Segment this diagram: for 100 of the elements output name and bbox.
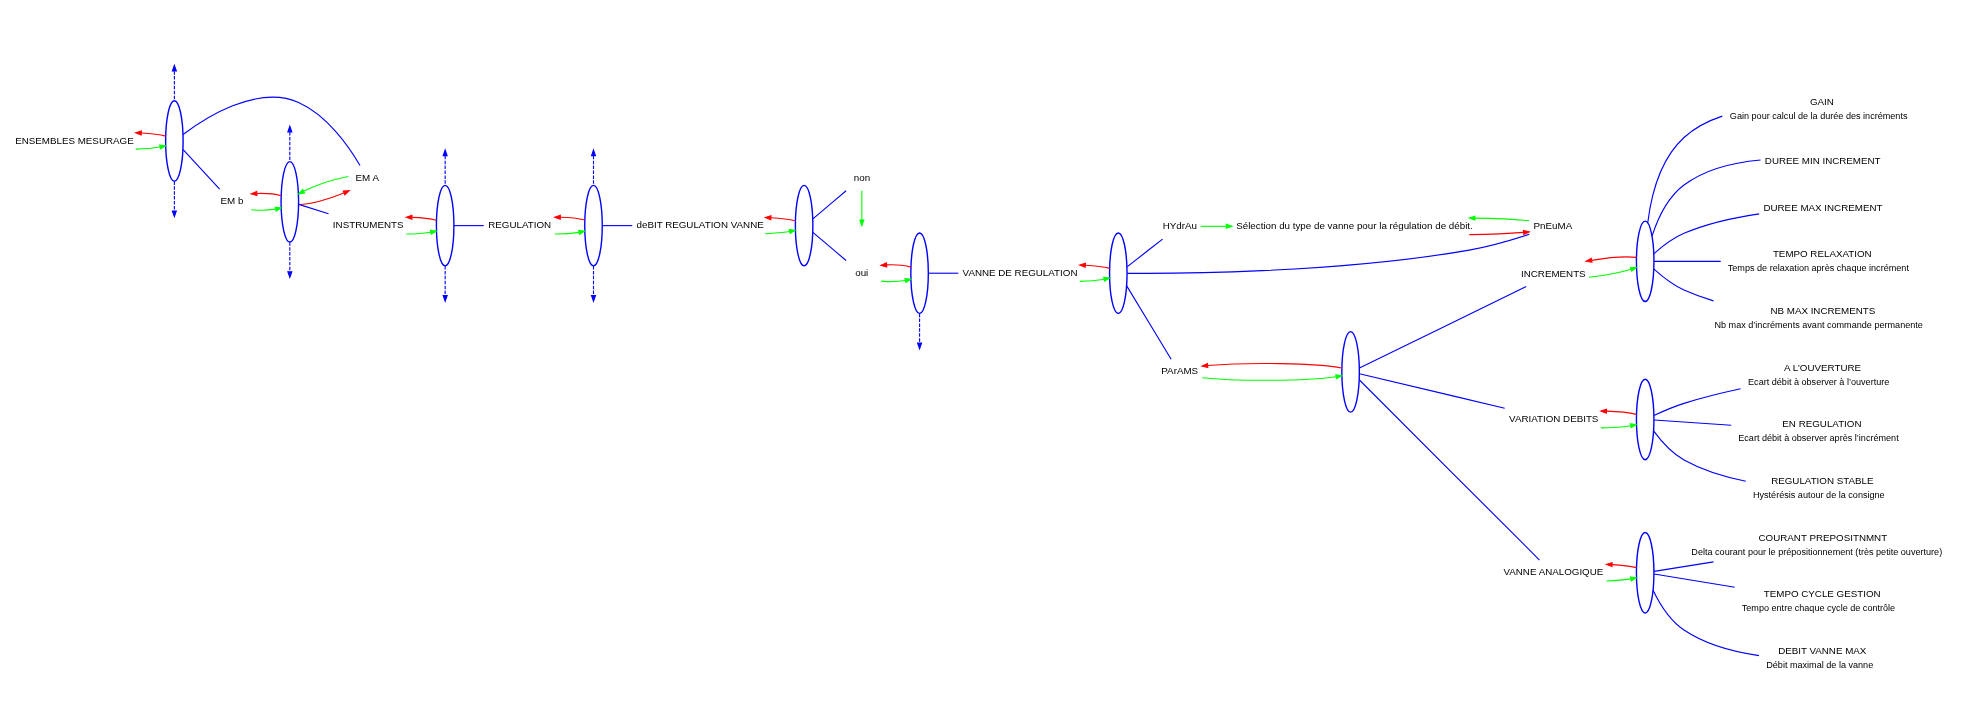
arrow [879, 262, 912, 268]
node-text: DUREE MIN INCREMENT [1764, 154, 1881, 166]
node-text: DUREE MAX INCREMENT [1763, 202, 1883, 214]
arrow [442, 265, 448, 303]
connector [601, 225, 633, 227]
node-ellipse [280, 160, 300, 243]
connector [182, 149, 221, 190]
node-label: Gain pour calcul de la durée des incréments [1729, 110, 1908, 121]
connector [1653, 419, 1732, 426]
node-label: Hystérésis autour de la consigne [1752, 490, 1885, 501]
connector [1126, 285, 1172, 360]
node-label: Nb max d’incréments avant commande permanente [1714, 320, 1923, 331]
node-text: TEMPO RELAXATION [1772, 248, 1872, 260]
node-text: oui [855, 266, 869, 278]
node-text: ENSEMBLES MESURAGE [15, 134, 134, 146]
arrow [297, 175, 349, 195]
connector [1653, 430, 1747, 482]
node-text: TEMPO CYCLE GESTION [1763, 588, 1881, 600]
connector [1653, 573, 1736, 588]
arrow [287, 241, 293, 280]
arrow [250, 206, 283, 212]
connector [812, 190, 847, 220]
node-text: GAIN [1809, 95, 1834, 107]
node-ellipse [1341, 330, 1361, 413]
connector [1653, 260, 1722, 262]
connector [812, 231, 847, 262]
node-text: HYdrAu [1162, 219, 1197, 231]
node-label: Ecart débit à observer à l’ouverture [1748, 376, 1890, 387]
arrow [1467, 215, 1530, 222]
connector [1358, 373, 1506, 409]
connector [1358, 286, 1527, 369]
connector [1653, 388, 1742, 417]
node-text: EM A [355, 171, 379, 183]
arrow [1584, 256, 1637, 263]
arrow [880, 277, 913, 284]
arrow [553, 214, 586, 221]
arrow [763, 215, 796, 222]
node-text: DEBIT VANNE MAX [1778, 645, 1867, 656]
arrow [1588, 266, 1638, 278]
arrow [1468, 229, 1531, 236]
connector [1126, 238, 1164, 268]
node-text: REGULATION STABLE [1771, 474, 1874, 486]
connector [1126, 233, 1530, 274]
node-text: EM b [220, 195, 244, 207]
node-ellipse [164, 100, 184, 182]
connector [1358, 379, 1541, 561]
arrow [1200, 223, 1234, 230]
node-text: REGULATION [488, 219, 552, 231]
arrow [1599, 408, 1637, 415]
node-text: deBIT REGULATION VANNE [636, 219, 764, 231]
node-text: EN REGULATION [1782, 418, 1862, 430]
arrow [916, 313, 923, 351]
arrow [249, 190, 282, 197]
arrow [590, 265, 597, 303]
connector [928, 272, 959, 274]
arrow [1605, 576, 1638, 582]
connector [1651, 159, 1762, 237]
arrow [135, 144, 168, 150]
node-text: INCREMENTS [1520, 267, 1586, 279]
node-ellipse [1635, 378, 1655, 461]
arrow [1604, 561, 1637, 569]
node-text: non [853, 171, 871, 183]
node-text: VANNE DE REGULATION [962, 266, 1078, 278]
node-label: Débit maximal de la vanne [1766, 660, 1874, 671]
arrow [1078, 262, 1111, 269]
node-ellipse [1635, 531, 1655, 614]
node-label: Ecart débit à observer après l’incrément [1738, 433, 1899, 444]
arrow [590, 148, 597, 186]
node-label: Temps de relaxation après chaque incrément [1727, 263, 1909, 274]
arrow [442, 148, 448, 186]
connector [298, 203, 330, 215]
arrow [1201, 374, 1344, 381]
node-ellipse [435, 184, 455, 267]
node-ellipse [1635, 220, 1655, 303]
connector [1653, 561, 1715, 572]
node-text: PArAMS [1161, 365, 1199, 377]
arrow [171, 180, 178, 219]
node-text: INSTRUMENTS [332, 219, 404, 231]
node-text: NB MAX INCREMENTS [1770, 304, 1876, 316]
arrow [1200, 362, 1343, 369]
connector [182, 96, 361, 166]
arrow [405, 229, 438, 236]
connector [453, 225, 485, 227]
connector [1653, 213, 1760, 255]
node-text: PnEuMA [1533, 219, 1573, 231]
arrow [298, 190, 351, 206]
node-text: VANNE ANALOGIQUE [1503, 566, 1604, 578]
node-text: A L’OUVERTURE [1784, 361, 1862, 373]
connector [1652, 589, 1760, 657]
node-text: Sélection du type de vanne pour la régulation de débit. [1236, 219, 1473, 231]
connector [1647, 115, 1723, 224]
arrow [171, 63, 178, 102]
node-ellipse [584, 184, 603, 267]
arrow [554, 229, 587, 236]
node-ellipse [794, 184, 814, 267]
node-ellipse [910, 232, 930, 315]
arrow [134, 130, 167, 137]
node-label: Delta courant pour le prépositionnement (très petite ouverture) [1691, 546, 1943, 557]
arrow [287, 124, 293, 162]
node-label: Tempo entre chaque cycle de contrôle [1741, 603, 1896, 614]
